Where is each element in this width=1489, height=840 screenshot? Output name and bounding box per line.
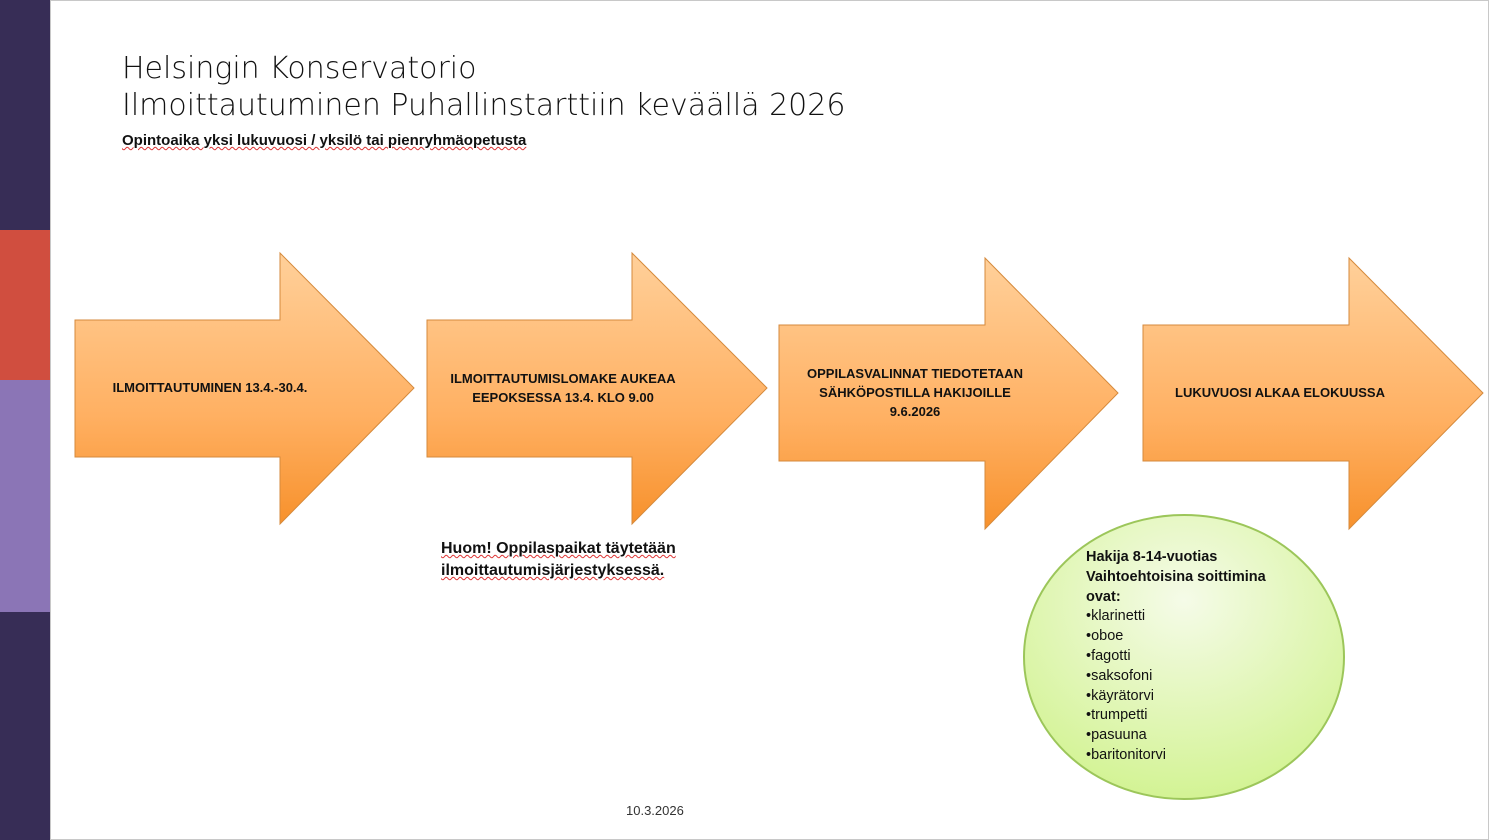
list-item: •klarinetti [1086,608,1146,625]
step-2-line-2: EEPOKSESSA 13.4. KLO 9.00 [472,390,654,405]
step-2-label: ILMOITTAUTUMISLOMAKE AUKEAA EEPOKSESSA 1… [430,369,696,407]
step-2-line-1: ILMOITTAUTUMISLOMAKE AUKEAA [450,371,676,386]
step-3-line-3: 9.6.2026 [889,404,941,419]
note-line-2: ilmoittautumisjärjestyksessä. [441,562,665,579]
list-item: •trumpetti [1086,707,1148,724]
title-line-1: Helsingin Konservatorio [122,51,477,86]
list-item: •fagotti [1086,647,1131,664]
arrow-step-3 [778,256,1119,531]
note-line-1: Huom! Oppilaspaikat täytetään [441,540,676,557]
list-item: •oboe [1086,628,1124,645]
instruments-circle [1023,514,1345,800]
instruments-heading-2: ovat: [1086,588,1121,605]
list-item: •saksofoni [1086,667,1153,684]
sidebar-stripe-lavender [0,380,50,612]
subtitle: Opintoaika yksi lukuvuosi / yksilö tai p… [122,132,527,149]
step-4-label: LUKUVUOSI ALKAA ELOKUUSSA [1150,383,1410,402]
sidebar-stripe-red [0,230,50,380]
arrow-step-4 [1142,256,1484,531]
step-4-line-1: LUKUVUOSI ALKAA ELOKUUSSA [1175,385,1385,400]
page-title: Helsingin Konservatorio Ilmoittautuminen… [122,50,845,124]
footer-date: 10.3.2026 [626,803,684,818]
title-line-2: Ilmoittautuminen Puhallinstarttiin kevää… [122,88,846,123]
step-3-line-1: OPPILASVALINNAT TIEDOTETAAN [807,366,1023,381]
arrow-step-1 [74,251,415,526]
applicant-age: Hakija 8-14-vuotias [1086,549,1218,565]
sidebar-stripe-dark-top [0,0,50,230]
instruments-text: Hakija 8-14-vuotias Vaihtoehtoisina soit… [1086,548,1266,766]
list-item: •pasuuna [1086,727,1147,744]
step-1-label: ILMOITTAUTUMINEN 13.4.-30.4. [80,378,340,397]
step-3-label: OPPILASVALINNAT TIEDOTETAAN SÄHKÖPOSTILL… [785,364,1045,421]
sidebar-stripe-dark-bottom [0,612,50,840]
list-item: •käyrätorvi [1086,687,1154,704]
step-3-line-2: SÄHKÖPOSTILLA HAKIJOILLE [819,385,1011,400]
note-text: Huom! Oppilaspaikat täytetään ilmoittaut… [441,538,676,582]
list-item: •baritonitorvi [1086,746,1167,763]
instruments-heading-1: Vaihtoehtoisina soittimina [1086,568,1266,585]
arrow-step-2 [426,251,768,526]
step-1-line-1: ILMOITTAUTUMINEN 13.4.-30.4. [112,380,308,395]
